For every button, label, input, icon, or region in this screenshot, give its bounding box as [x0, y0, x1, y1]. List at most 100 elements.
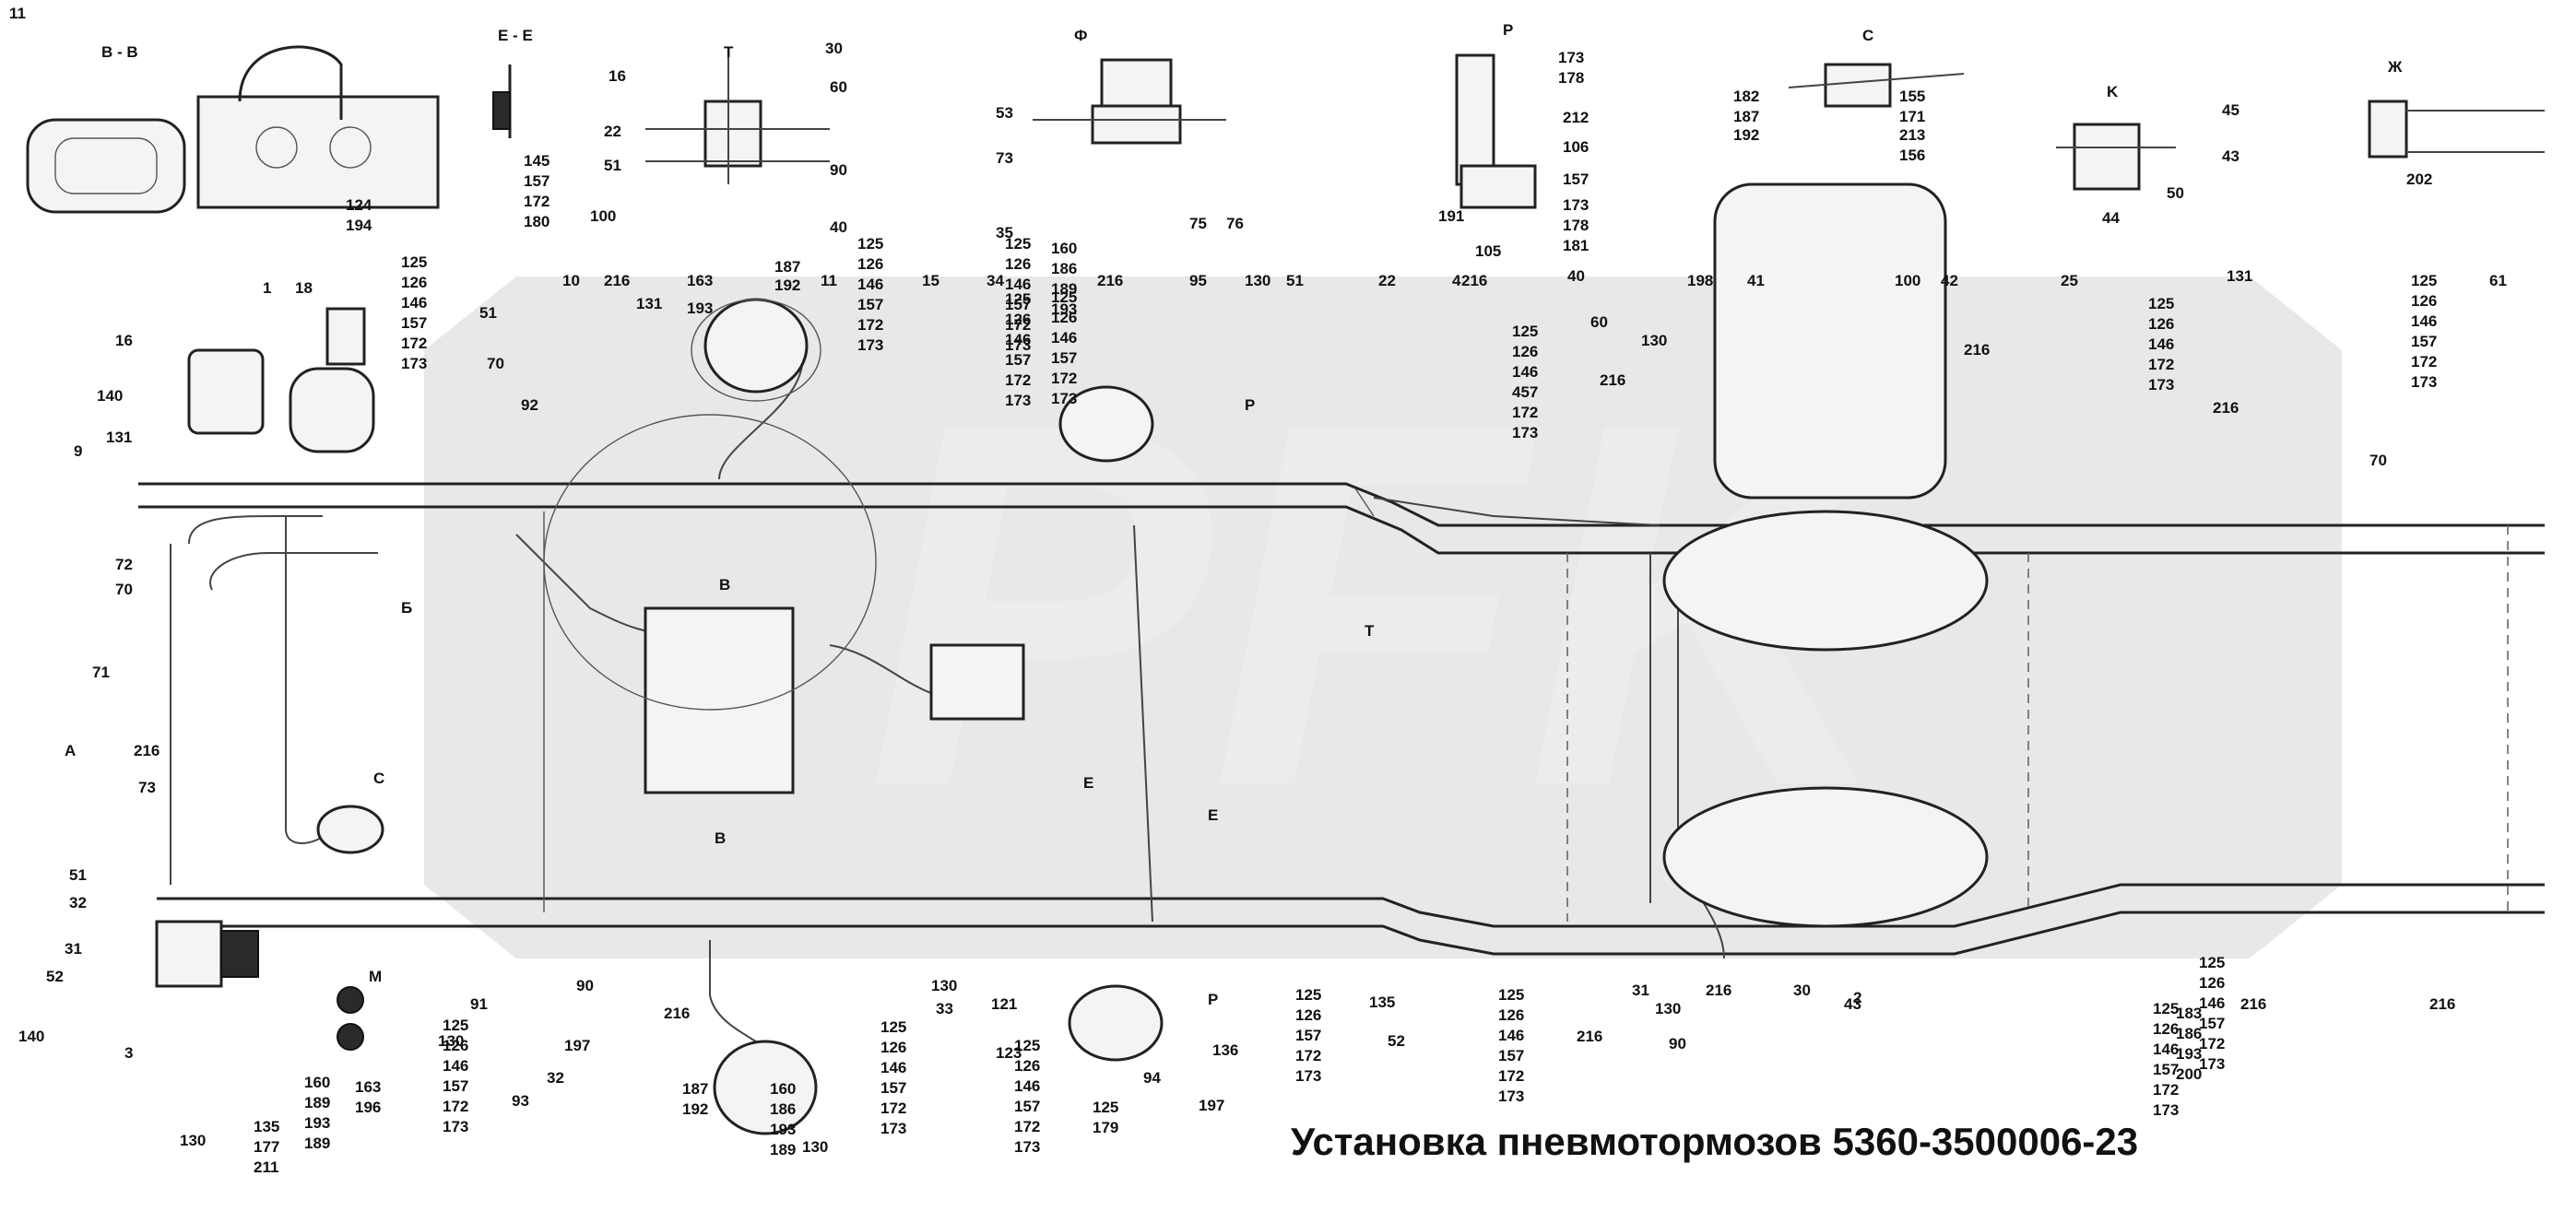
callout-label: 11 — [9, 5, 26, 22]
callout-label: 130 — [931, 977, 957, 994]
callout-label: 178 — [1563, 217, 1589, 234]
callout-label: 75 — [1189, 215, 1207, 232]
callout-stack-label: 183 — [2176, 1005, 2202, 1022]
callout-label: 2 — [1853, 989, 1861, 1006]
callout-label: 11 — [821, 272, 837, 289]
callout-stack-label: 125 — [1005, 290, 1031, 308]
brake-chamber-front-right — [713, 1040, 818, 1135]
callout-stack-label: 146 — [857, 276, 883, 293]
callout-stack-label: 157 — [1005, 296, 1031, 313]
callout-label: 32 — [69, 894, 87, 911]
callout-label: 16 — [115, 332, 133, 349]
view-label: T — [724, 43, 734, 61]
callout-label: 202 — [2406, 170, 2432, 188]
view-label: E - E — [498, 27, 533, 44]
callout-label: 173 — [1558, 49, 1584, 66]
callout-stack-label: 172 — [1512, 404, 1538, 421]
callout-stack-label: 173 — [1295, 1067, 1321, 1085]
callout-label: 197 — [1199, 1097, 1224, 1114]
callout-stack-label: 157 — [1051, 349, 1077, 367]
callout-label: 76 — [1226, 215, 1244, 232]
callout-label: 60 — [830, 78, 847, 96]
callout-stack-label: 186 — [1051, 260, 1077, 277]
callout-label: 22 — [604, 123, 621, 140]
view-label: Ж — [2387, 58, 2403, 76]
callout-stack-label: 177 — [254, 1138, 279, 1156]
callout-label: 131 — [106, 429, 132, 446]
callout-label: 181 — [1563, 237, 1589, 254]
callout-label: 4 — [1452, 272, 1461, 289]
callout-label: 156 — [1899, 147, 1925, 164]
callout-stack-label: 172 — [401, 335, 427, 352]
callout-stack-label: 172 — [524, 193, 549, 210]
callout-label: 121 — [991, 995, 1017, 1013]
callout-label: 51 — [479, 304, 497, 322]
callout-label: 92 — [521, 396, 538, 414]
callout-stack-label: 160 — [1051, 240, 1077, 257]
callout-label: 193 — [687, 300, 713, 317]
callout-stack-label: 172 — [443, 1098, 468, 1115]
callout-label: 130 — [1655, 1000, 1681, 1017]
callout-stack-label: 125 — [1512, 323, 1538, 340]
callout-stack-label: 126 — [1005, 311, 1031, 328]
callout-stack-label: 146 — [1014, 1077, 1040, 1095]
callout-stack-label: 157 — [524, 172, 549, 190]
callout-label: 25 — [2061, 272, 2078, 289]
callout-stack-label: 125 — [1093, 1099, 1118, 1116]
components — [155, 182, 1989, 1135]
receiver-top-left — [289, 367, 375, 453]
callout-stack-label: 172 — [2153, 1081, 2179, 1099]
callout-stack-label: 457 — [1512, 383, 1538, 401]
callout-stack-label: 125 — [1498, 986, 1524, 1004]
callout-label: 16 — [609, 67, 626, 85]
callout-label: 216 — [1577, 1028, 1602, 1045]
callout-label: 192 — [1733, 126, 1759, 144]
callout-stack-label: 146 — [1512, 363, 1538, 381]
callout-stack-label: 173 — [2199, 1055, 2225, 1073]
callout-stack-label: 173 — [401, 355, 427, 372]
callout-label: 216 — [664, 1005, 690, 1022]
callout-label: 53 — [996, 104, 1013, 122]
receiver-rear-upper — [1662, 510, 1989, 652]
callout-stack-label: 125 — [401, 253, 427, 271]
callout-label: 91 — [470, 995, 488, 1013]
callout-label: 45 — [2222, 101, 2239, 119]
callout-label: 135 — [1369, 993, 1395, 1011]
view-label: E — [1208, 806, 1218, 824]
callout-label: 192 — [774, 276, 800, 294]
callout-stack-label: 157 — [857, 296, 883, 313]
inset-view-t — [645, 55, 830, 184]
callout-stack-label: 146 — [443, 1057, 468, 1075]
callout-stack-label: 157 — [1014, 1098, 1040, 1115]
callout-stack-label: 200 — [2176, 1065, 2202, 1083]
callout-stack-label: 126 — [1014, 1057, 1040, 1075]
callout-stack-label: 146 — [1051, 329, 1077, 347]
callout-label: 50 — [2167, 184, 2184, 202]
callout-stack-label: 173 — [1512, 424, 1538, 441]
callout-label: 216 — [2429, 995, 2455, 1013]
callout-label: 140 — [18, 1028, 44, 1045]
callout-label: 194 — [346, 217, 372, 234]
callout-label: 216 — [1097, 272, 1123, 289]
callout-label: 1 — [263, 279, 271, 297]
callout-stack-label: 157 — [2199, 1015, 2225, 1032]
callout-label: 18 — [295, 279, 313, 297]
callout-label: 61 — [2489, 272, 2507, 289]
callout-stack-label: 172 — [1005, 316, 1031, 334]
callout-stack-label: 126 — [443, 1037, 468, 1054]
callout-stack-label: 189 — [1051, 280, 1077, 298]
callout-stack-label: 189 — [304, 1135, 330, 1152]
inset-view-k — [2056, 123, 2176, 191]
callout-label: 100 — [590, 207, 616, 225]
callout-stack-label: 172 — [1498, 1067, 1524, 1085]
callout-stack-label: 126 — [1498, 1006, 1524, 1024]
callout-stack-label: 193 — [304, 1114, 330, 1132]
callout-stack-label: 186 — [770, 1100, 796, 1118]
callout-label: 216 — [604, 272, 630, 289]
callout-label: 130 — [1245, 272, 1270, 289]
callout-stack-label: 173 — [857, 336, 883, 354]
callout-stack-label: 173 — [2411, 373, 2437, 391]
callout-label: 182 — [1733, 88, 1759, 105]
callout-stack-label: 193 — [2176, 1045, 2202, 1063]
callout-stack-label: 125 — [2199, 954, 2225, 971]
